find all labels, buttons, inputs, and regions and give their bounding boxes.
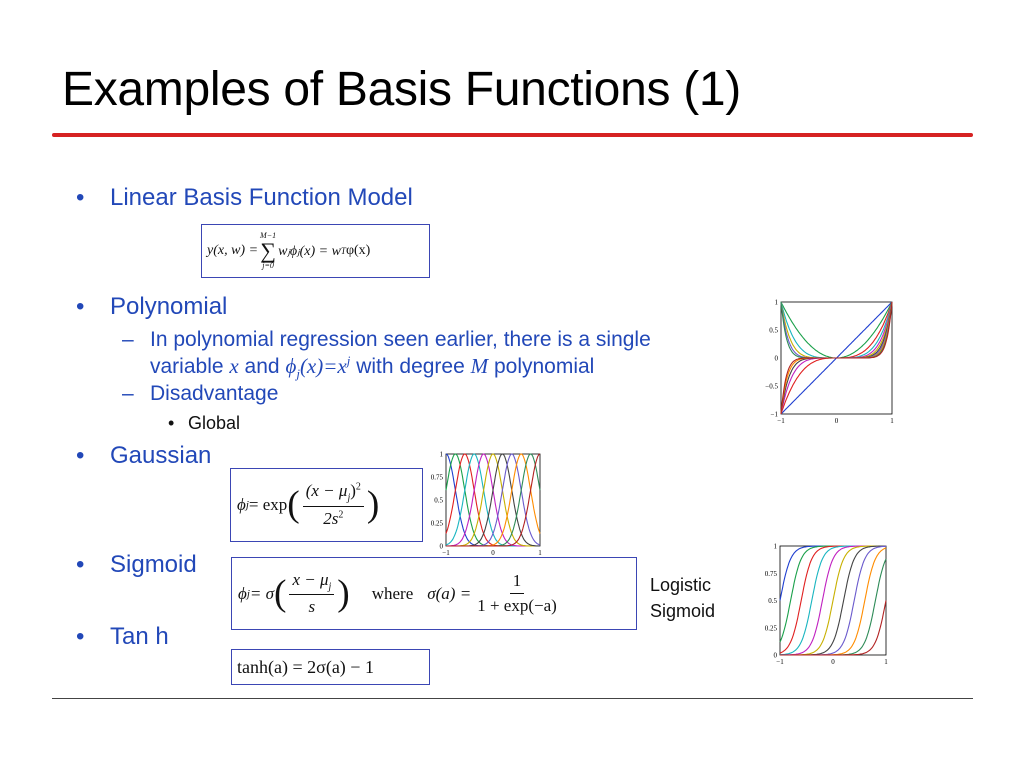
y-tick-label: 0.75 [765,570,778,578]
y-tick-label: 0 [774,652,778,660]
slide-title: Examples of Basis Functions (1) [62,63,741,116]
y-tick-label: 0 [440,543,444,551]
series-line [446,453,541,547]
polynomial-plot: −1 0 1 1 0.5 0 −0.5 −1 [765,299,894,426]
footer-rule [52,698,973,699]
y-tick-label: −1 [771,411,779,419]
y-tick-label: 1 [774,543,778,551]
bullet-linear: • Linear Basis Function Model [76,184,413,212]
y-tick-label: 0.75 [431,474,444,482]
series-line [780,600,887,656]
y-tick-label: 0 [775,355,779,363]
bullet-polynomial: • Polynomial [76,293,228,320]
polynomial-sub1-line2: variable x and ϕj(x)=xj with degree M po… [150,353,595,382]
x-tick-label: −1 [777,417,785,425]
bullet-dot: • [76,184,85,211]
y-tick-label: 1 [775,299,779,307]
title-underline [52,133,973,137]
x-tick-label: −1 [776,658,784,666]
x-tick-label: −1 [442,549,450,557]
plot-frame [445,453,541,547]
linear-formula-rhs: wⱼϕⱼ(x) = w [278,243,341,259]
y-tick-label: 1 [440,451,444,459]
x-tick-label: 1 [890,417,894,425]
y-tick-label: 0.5 [434,497,443,505]
x-tick-label: 0 [835,417,839,425]
x-tick-label: 1 [538,549,542,557]
where-label: where [371,583,414,603]
sum-symbol: M−1 ∑ j=0 [260,231,277,270]
polynomial-sub2: – Disadvantage [122,382,279,405]
polynomial-heading: Polynomial [110,293,228,320]
x-tick-label: 1 [884,658,888,666]
transpose-sup: T [340,246,346,256]
bullet-gaussian: • Gaussian [76,442,212,469]
y-tick-label: 0.25 [431,520,444,528]
linear-formula-lhs: y(x, w) = [207,243,259,258]
tanh-formula-box: tanh(a) = 2σ(a) − 1 [231,649,430,685]
bullet-sigmoid: • Sigmoid [76,551,197,578]
y-tick-label: 0.5 [768,597,777,605]
gaussian-fraction: (x − μj)2 2s2 [302,481,364,528]
linear-formula-tail: φ(x) [345,243,371,258]
x-tick-label: 0 [491,549,495,557]
y-tick-label: 0.25 [765,624,778,632]
series-line [780,301,893,415]
y-tick-label: −0.5 [765,383,778,391]
gaussian-heading: Gaussian [110,442,212,469]
x-tick-label: 0 [831,658,835,666]
sigmoid-fraction: x − μj s [289,570,335,617]
logistic-fraction: 1 1 + exp(−a) [477,571,557,615]
y-tick-label: 0.5 [769,327,778,335]
sigmoid-heading: Sigmoid [110,551,197,578]
logistic-sigmoid-label: Logistic Sigmoid [650,575,716,621]
bullet-tanh: • Tan h [76,623,169,650]
tanh-heading: Tan h [110,623,169,650]
linear-heading: Linear Basis Function Model [110,184,413,211]
polynomial-sub3: • Global [168,413,241,433]
polynomial-sub1-line1: – In polynomial regression seen earlier,… [122,328,651,351]
